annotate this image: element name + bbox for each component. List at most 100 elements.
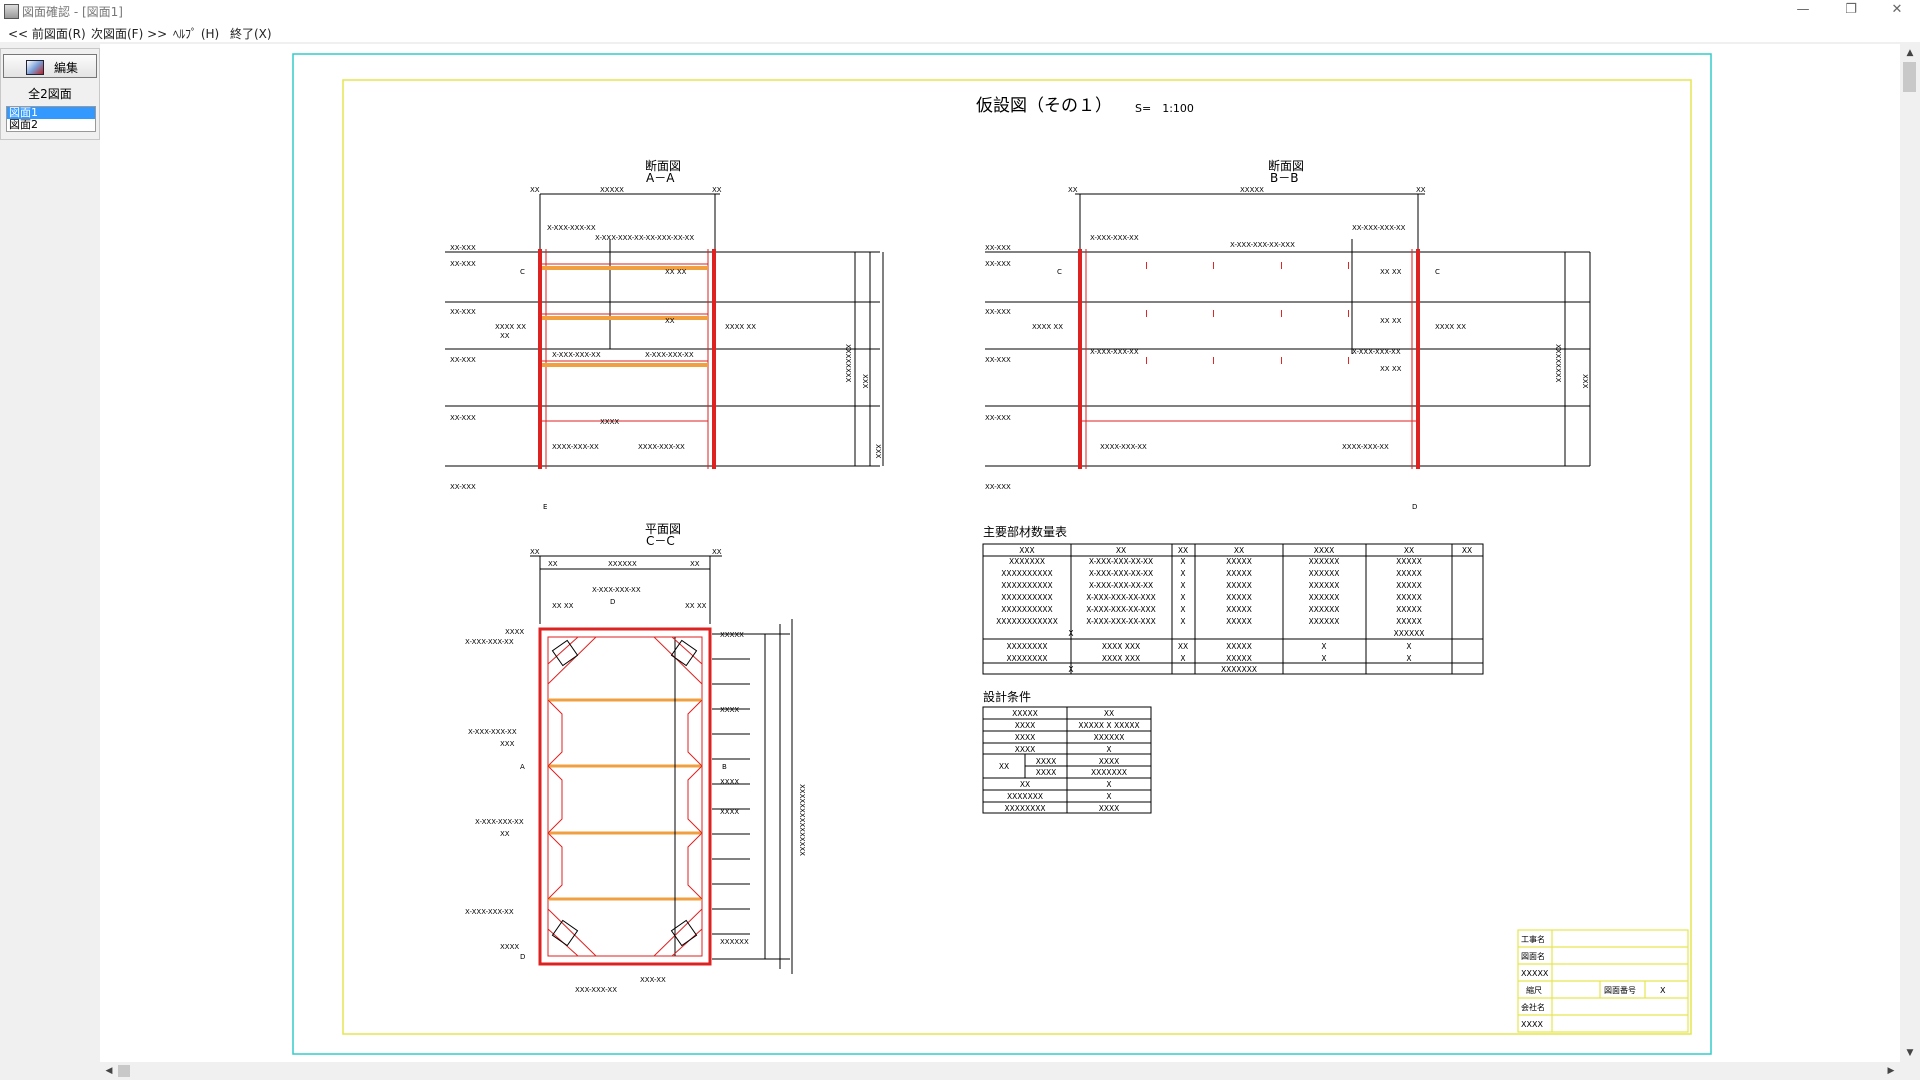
svg-text:XXXXXXX: XXXXXXX xyxy=(1009,557,1045,566)
menu-exit[interactable]: 終了(X) xyxy=(230,27,272,41)
svg-text:I: I xyxy=(1212,309,1215,320)
svg-text:XXXX: XXXX xyxy=(1314,546,1335,555)
svg-text:XX-XXX: XX-XXX xyxy=(985,356,1011,364)
horizontal-scroll-thumb[interactable] xyxy=(118,1065,130,1077)
scroll-down-icon[interactable]: ▼ xyxy=(1906,1048,1914,1058)
svg-text:XX XX: XX XX xyxy=(665,268,687,276)
svg-text:X-XXX-XXX-XX: X-XXX-XXX-XX xyxy=(465,908,514,916)
svg-text:XXXX: XXXX xyxy=(1036,768,1057,777)
svg-text:XXXX: XXXX xyxy=(1036,757,1057,766)
svg-text:X-XXX-XXX-XX: X-XXX-XXX-XX xyxy=(1090,348,1139,356)
svg-text:XXXX: XXXX xyxy=(1521,1020,1543,1029)
svg-text:XX-XXX: XX-XXX xyxy=(450,356,476,364)
horizontal-scrollbar[interactable]: ◀ ▶ xyxy=(100,1062,1900,1080)
close-button[interactable]: ✕ xyxy=(1891,2,1903,17)
svg-text:X: X xyxy=(1180,654,1185,663)
menu-next-drawing[interactable]: 次図面(F) >> xyxy=(91,27,168,41)
svg-text:XXXXX: XXXXX xyxy=(1396,581,1422,590)
svg-text:XXXXXXXXXX: XXXXXXXXXX xyxy=(1001,581,1052,590)
vertical-scrollbar[interactable]: ▲ ▼ xyxy=(1900,44,1920,1062)
svg-text:XXXXXXXXXX: XXXXXXXXXX xyxy=(1001,569,1052,578)
plan-cc: 平面図 C－C xyxy=(465,522,806,994)
svg-text:X: X xyxy=(1180,581,1185,590)
svg-text:会社名: 会社名 xyxy=(1521,1002,1545,1012)
svg-text:XX: XX xyxy=(712,548,722,556)
svg-text:XXXXXX: XXXXXX xyxy=(720,938,749,946)
svg-text:XX-XXX: XX-XXX xyxy=(450,244,476,252)
sheet-item-2[interactable]: 図面2 xyxy=(9,118,38,131)
svg-text:XX-XXX-XXX-XX: XX-XXX-XXX-XX xyxy=(1352,224,1406,232)
svg-text:XXXX: XXXX xyxy=(1015,733,1036,742)
svg-text:XXXX: XXXX xyxy=(505,628,524,636)
menu-prev-drawing[interactable]: << 前図面(R) xyxy=(8,27,86,41)
svg-text:X-XXX-XXX-XX: X-XXX-XXX-XX xyxy=(468,728,517,736)
menu-help[interactable]: ﾍﾙﾌﾟ (H) xyxy=(173,27,220,41)
sheet-list[interactable]: 図面1 図面2 xyxy=(6,106,96,132)
edit-button[interactable]: 編集 xyxy=(3,54,97,78)
sheet-item-1[interactable]: 図面1 xyxy=(7,107,95,119)
svg-text:X: X xyxy=(1180,557,1185,566)
svg-text:XXXXXX: XXXXXX xyxy=(1309,569,1340,578)
scroll-left-icon[interactable]: ◀ xyxy=(105,1066,113,1076)
svg-text:XXXXXXX: XXXXXXX xyxy=(1221,665,1257,674)
svg-text:XX: XX xyxy=(1068,186,1078,194)
svg-text:XXXXX: XXXXX xyxy=(1240,186,1264,194)
svg-text:XXXXX: XXXXX xyxy=(1226,617,1252,626)
svg-text:XX: XX xyxy=(999,762,1009,771)
svg-text:X-XXX-XXX-XX: X-XXX-XXX-XX xyxy=(1352,348,1401,356)
svg-text:XX: XX xyxy=(1116,546,1126,555)
svg-text:X-XXX-XXX-XX: X-XXX-XXX-XX xyxy=(645,351,694,359)
svg-text:XX: XX xyxy=(1416,186,1426,194)
title-block-cells: 工事名 図面名 XXXXX 縮尺 図面番号 X 会社名 XXXX xyxy=(1521,934,1666,1029)
minimize-button[interactable]: — xyxy=(1796,2,1810,17)
drawing-title: 仮設図（その１） xyxy=(976,96,1112,116)
svg-text:XXXXX: XXXXX xyxy=(1396,569,1422,578)
svg-text:XXXXX: XXXXX xyxy=(1226,642,1252,651)
svg-text:XX: XX xyxy=(500,830,510,838)
section-aa-title: 断面図 xyxy=(645,158,681,173)
svg-text:XX-XXX: XX-XXX xyxy=(450,260,476,268)
svg-text:XXXXXXX: XXXXXXX xyxy=(1091,768,1127,777)
svg-text:X: X xyxy=(1106,780,1111,789)
svg-text:工事名: 工事名 xyxy=(1521,934,1545,944)
title-bar: 図面確認 - [図面1] — ❐ ✕ xyxy=(0,0,1920,22)
svg-text:X: X xyxy=(1106,792,1111,801)
svg-text:XXXXX X XXXXX: XXXXX X XXXXX xyxy=(1078,721,1139,730)
svg-text:XXXXXXXX: XXXXXXXX xyxy=(1004,804,1045,813)
svg-text:C: C xyxy=(1057,268,1062,276)
restore-button[interactable]: ❐ xyxy=(1845,2,1857,17)
vertical-scroll-thumb[interactable] xyxy=(1903,62,1916,92)
svg-text:X: X xyxy=(1180,593,1185,602)
svg-text:XX: XX xyxy=(690,560,700,568)
svg-text:XXXX-XXX-XX: XXXX-XXX-XX xyxy=(1100,443,1147,451)
scroll-right-icon[interactable]: ▶ xyxy=(1887,1066,1895,1076)
svg-text:XXXXXX: XXXXXX xyxy=(1309,605,1340,614)
svg-text:XXXXX: XXXXX xyxy=(600,186,624,194)
svg-text:XX XX: XX XX xyxy=(552,602,574,610)
scroll-up-icon[interactable]: ▲ xyxy=(1906,48,1914,58)
svg-text:I: I xyxy=(1347,309,1350,320)
svg-text:I: I xyxy=(1212,261,1215,272)
sheet-inner-border xyxy=(342,79,1692,1035)
svg-text:D: D xyxy=(1412,503,1417,511)
svg-text:B: B xyxy=(722,763,727,771)
svg-text:XXXXX: XXXXX xyxy=(1396,557,1422,566)
total-drawings-label: 全2図面 xyxy=(28,87,72,101)
svg-text:XXXXX: XXXXX xyxy=(1396,617,1422,626)
svg-text:X-XXX-XXX-XX-XX: X-XXX-XXX-XX-XX xyxy=(1089,581,1153,590)
svg-text:XXXX: XXXX xyxy=(720,778,739,786)
svg-text:XX XX: XX XX xyxy=(1380,365,1402,373)
svg-text:XXXX: XXXX xyxy=(1099,757,1120,766)
svg-text:XX XX: XX XX xyxy=(685,602,707,610)
svg-text:I: I xyxy=(1280,261,1283,272)
svg-text:XX: XX xyxy=(530,548,540,556)
svg-text:XXXX XXX: XXXX XXX xyxy=(1102,642,1140,651)
svg-text:X-XXX-XXX-XX: X-XXX-XXX-XX xyxy=(1090,234,1139,242)
